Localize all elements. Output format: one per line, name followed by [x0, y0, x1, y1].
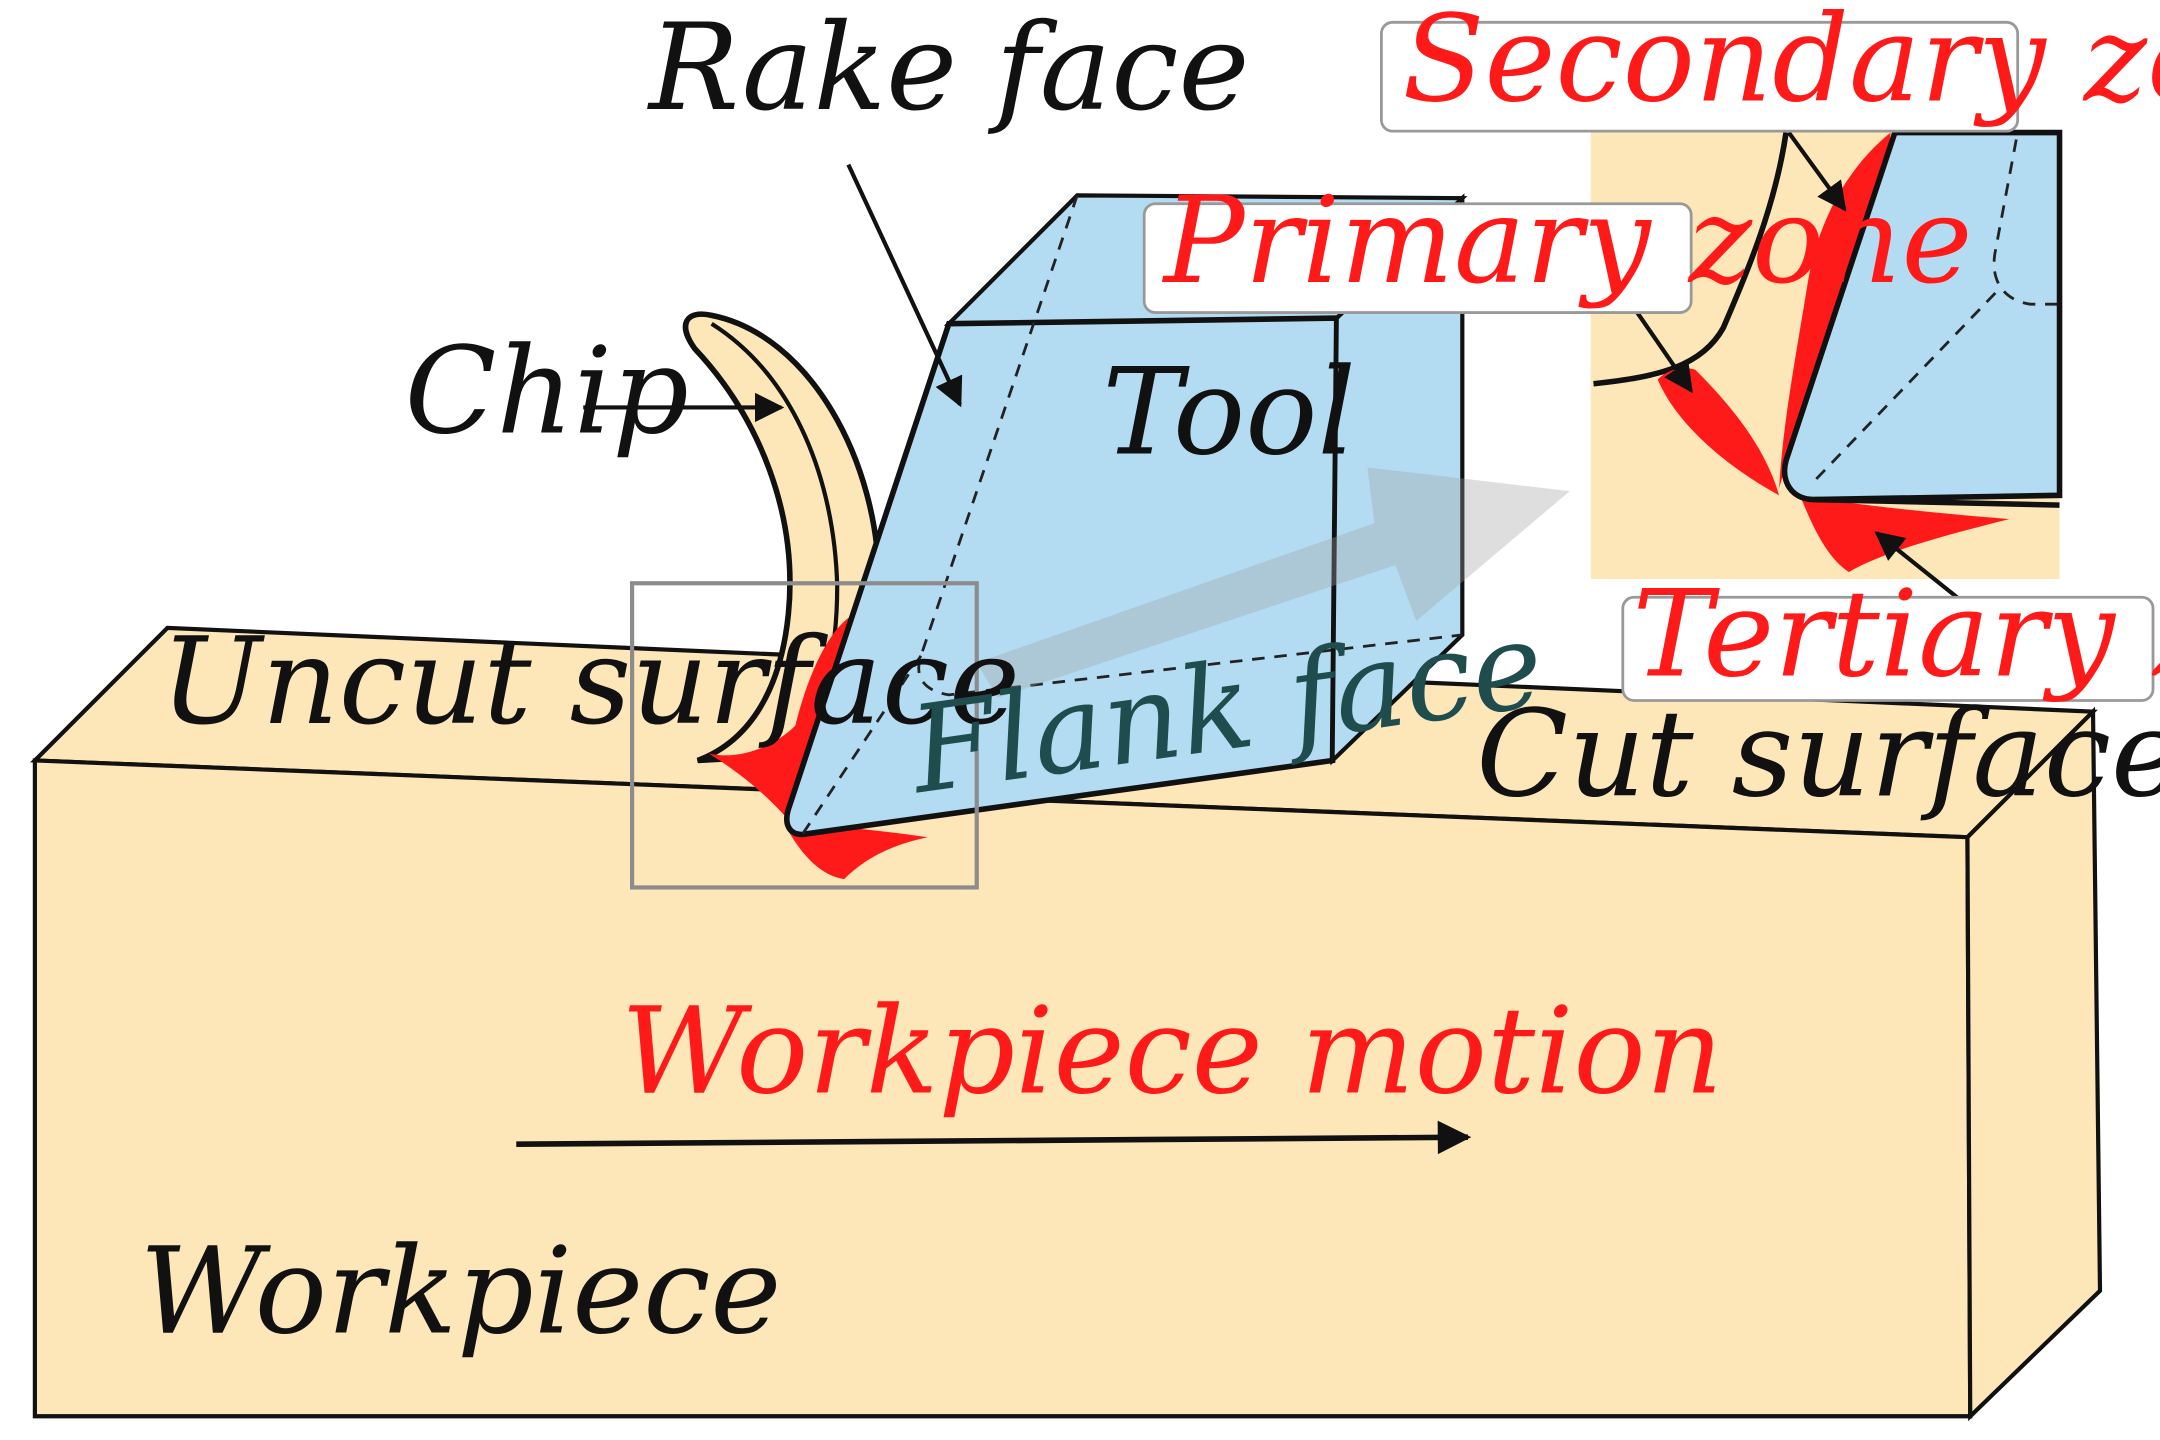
- workpiece-motion-arrow: [516, 1120, 1472, 1155]
- primary-zone-arrow: [1633, 308, 1693, 394]
- tertiary-zone-shape: [784, 823, 928, 880]
- workpiece-label: Workpiece: [140, 1223, 782, 1362]
- magnify-region-box: [630, 581, 979, 890]
- magnify-arrow: [976, 467, 1570, 698]
- tertiary-zone-arrow: [1874, 531, 1962, 602]
- cut-surface-label: Cut surface: [1476, 685, 2160, 824]
- primary-zone-label: Primary zone: [1162, 172, 1973, 311]
- primary-zone-shape: [708, 613, 854, 838]
- uncut-surface-label: Uncut surface: [160, 613, 1020, 752]
- tertiary-zone-label: Tertiary zone: [1633, 565, 2160, 704]
- primary-zone-label-box: [1142, 202, 1693, 314]
- inset-tool-hidden-edge: [1812, 139, 2060, 483]
- chip-label: Chip: [405, 323, 689, 462]
- tertiary-zone-label-box: [1621, 595, 2155, 702]
- inset-primary-zone: [1657, 368, 1780, 496]
- tool-label: Tool: [1102, 343, 1356, 482]
- secondary-zone-label-box: [1380, 20, 2020, 133]
- inset-tool: [1781, 129, 2063, 503]
- rake-face-label: Rake face: [647, 0, 1250, 138]
- inset-chip-edge: [1593, 132, 1789, 387]
- tool-rake-face: [784, 315, 1340, 838]
- tool-hidden-edges: [801, 194, 1463, 836]
- workpiece-right-face: [1965, 706, 2103, 1422]
- secondary-zone-arrow: [1787, 131, 1847, 212]
- inset-cut-surface-edge: [1813, 496, 2060, 508]
- workpiece-block: [30, 625, 2103, 1422]
- rake-face-arrow: [846, 163, 963, 408]
- workpiece-motion-label: Workpiece motion: [621, 983, 1723, 1122]
- secondary-zone-label: Secondary zone: [1402, 0, 2160, 129]
